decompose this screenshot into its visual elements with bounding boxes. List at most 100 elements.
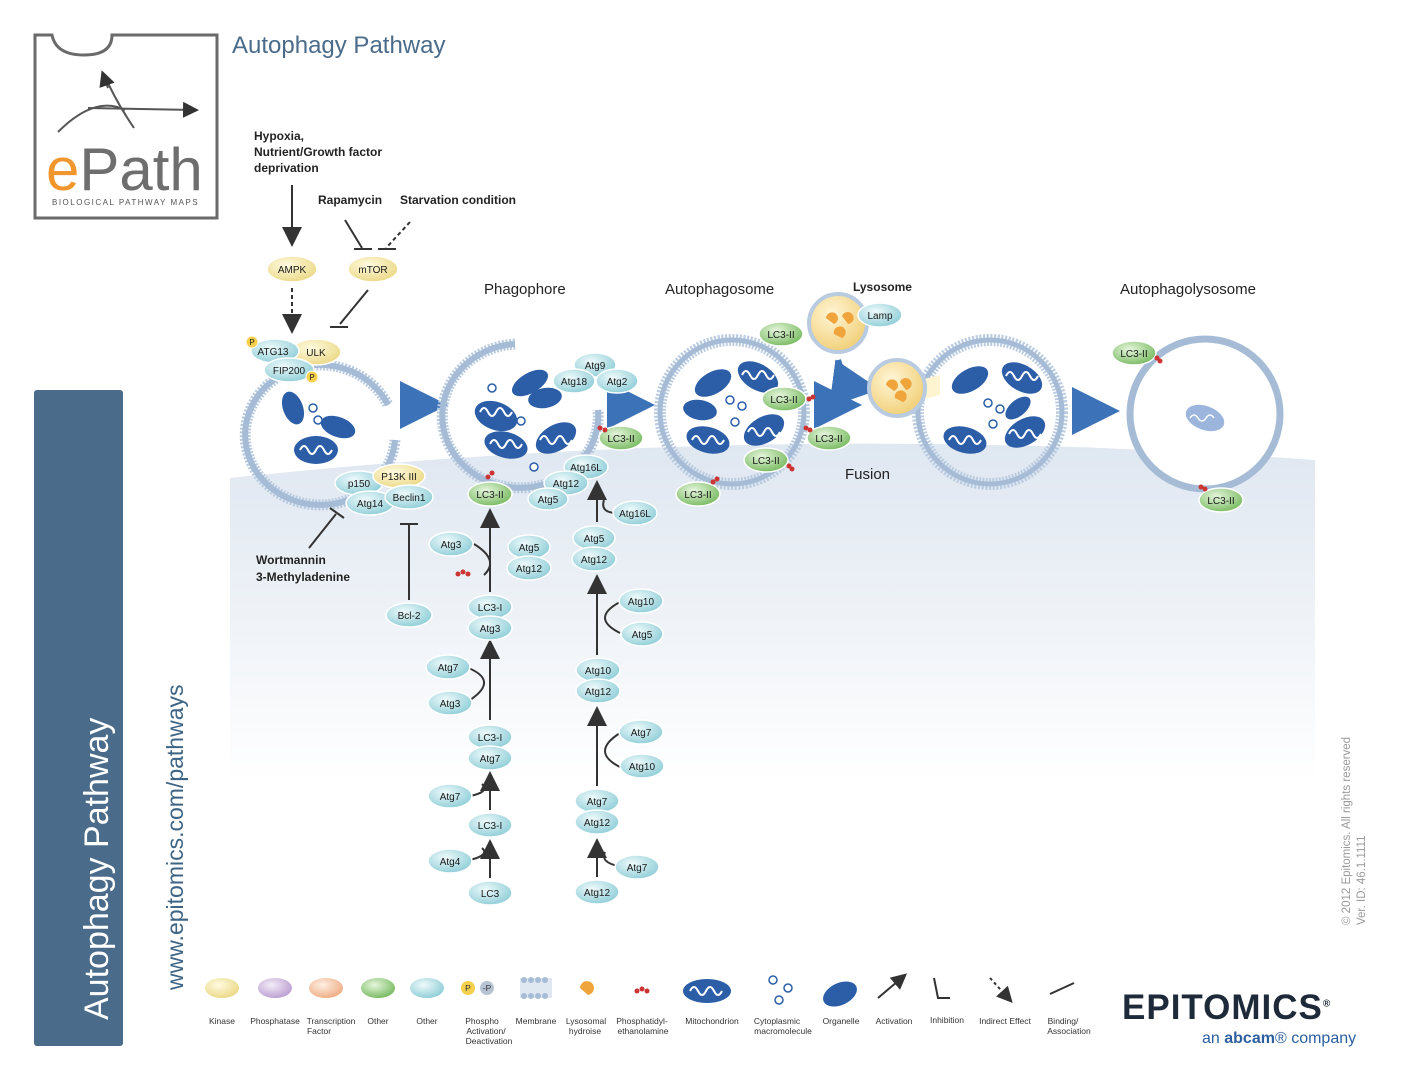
phospho-p-label: P <box>309 373 314 382</box>
atg7-label: Atg7 <box>480 754 501 765</box>
legend-cyto-swatch <box>768 975 793 1005</box>
atg12-label: Atg12 <box>584 818 611 829</box>
legend-hydro-2: hydroise <box>569 1026 601 1036</box>
phosphatidylethanolamine <box>455 569 471 577</box>
atg7-atg10-curve <box>604 732 621 768</box>
legend-other-green-swatch <box>361 978 395 998</box>
atg4-curve <box>469 847 486 861</box>
tagline-c: ® company <box>1274 1030 1357 1047</box>
ulk-complex: ULK ATG13 FIP200 P P <box>245 335 342 384</box>
logo-subtitle: BIOLOGICAL PATHWAY MAPS <box>52 198 199 207</box>
atg7-label: Atg7 <box>627 863 648 874</box>
legend-indirect-swatch <box>989 977 1013 1003</box>
atg7-label: Atg7 <box>438 663 459 674</box>
stimulus-hypoxia-3: deprivation <box>254 161 319 175</box>
legend-pe-2: ethanolamine <box>617 1026 668 1036</box>
company-name: EPITOMICS <box>1122 988 1323 1027</box>
stage-autophagosome: Autophagosome <box>665 281 774 298</box>
ampk-label: AMPK <box>278 265 307 276</box>
fusion-vesicle <box>867 334 1068 490</box>
lc3ii-phagophore: LC3-II <box>597 425 644 451</box>
lc3ii-label: LC3-II <box>607 434 634 445</box>
tagline-a: an <box>1202 1030 1225 1047</box>
atg12-label: Atg12 <box>553 479 580 490</box>
stage-autophagolysosome: Autophagolysosome <box>1120 281 1256 298</box>
atg12-column: Atg12 Atg7 Atg7 Atg12 Atg7 Atg10 Atg10 A… <box>571 500 665 905</box>
legend-hydro-1: Lysosomal <box>566 1016 606 1026</box>
atg7-label: Atg7 <box>440 792 461 803</box>
organelle-shape <box>320 415 356 439</box>
mtor-label: mTOR <box>358 265 387 276</box>
lysosome-fusion-arrow <box>829 359 880 408</box>
lc3ii-label: LC3-II <box>752 456 779 467</box>
autophagosome-vesicle <box>654 334 810 490</box>
pi3k-complex: p150 P13K III Atg14 Beclin1 <box>334 463 434 516</box>
atg16l-complex-top: Atg16L Atg12 Atg5 <box>527 454 609 511</box>
logo-text: ePath <box>46 136 203 203</box>
legend-organelle-swatch <box>823 981 857 1007</box>
legend-tf-2: Factor <box>307 1026 331 1036</box>
stimulus-hypoxia-2: Nutrient/Growth factor <box>254 145 382 159</box>
lc3-label: LC3 <box>481 889 500 900</box>
atg5-label: Atg5 <box>584 534 605 545</box>
company-reg: ® <box>1322 998 1332 1010</box>
legend-phosphatase-swatch <box>258 978 292 998</box>
lc3ii-label: LC3-II <box>1120 349 1147 360</box>
lc3ii-label: LC3-II <box>684 490 711 501</box>
sidebar-banner <box>34 390 123 1046</box>
legend-tf-swatch <box>309 978 343 998</box>
legend-other-teal-swatch <box>410 978 444 998</box>
autophagolysosome-vesicle: LC3-II LC3-II <box>1111 335 1284 513</box>
legend-inhibition-swatch <box>933 977 950 999</box>
atg3-label: Atg3 <box>480 624 501 635</box>
mtor-protein: mTOR <box>347 255 399 283</box>
legend-phospho-2: Activation/ <box>466 1026 506 1036</box>
legend-binding-1: Binding/ <box>1048 1016 1079 1026</box>
atg13-label: ATG13 <box>258 347 289 358</box>
legend-pe-1: Phosphatidyl- <box>616 1016 668 1026</box>
page-title: Autophagy Pathway <box>232 32 446 59</box>
legend-membrane-swatch <box>520 977 552 999</box>
atg5-label: Atg5 <box>519 543 540 554</box>
lamp-label: Lamp <box>867 311 892 322</box>
stimulus-hypoxia-1: Hypoxia, <box>254 129 304 143</box>
atg5-label: Atg5 <box>538 495 559 506</box>
atg14-label: Atg14 <box>357 499 384 510</box>
legend-p-minus-swatch <box>480 981 494 995</box>
rapamycin-inhibit-line <box>344 219 363 249</box>
starvation-inhibit-line <box>385 221 411 249</box>
legend-phospho-3: Deactivation <box>466 1036 513 1046</box>
atg3-label: Atg3 <box>441 540 462 551</box>
lc3-column: LC3 Atg4 LC3-I Atg7 LC3-I Atg7 Atg7 Atg3… <box>425 531 552 906</box>
legend-p-minus: -P <box>483 983 492 993</box>
stimulus-rapamycin: Rapamycin <box>318 193 382 207</box>
atg10-label: Atg10 <box>585 666 612 677</box>
mtor-inhibit-ulk-line <box>339 289 369 325</box>
phospho-p-label: P <box>249 338 254 347</box>
p150-label: p150 <box>348 479 371 490</box>
atg16l-label: Atg16L <box>570 463 602 474</box>
ampk-protein: AMPK <box>266 255 318 283</box>
pi3k-label: P13K III <box>381 472 417 483</box>
legend-cyto-2: macromolecule <box>754 1026 812 1036</box>
atg12-label: Atg12 <box>584 888 611 899</box>
legend-mito: Mitochondrion <box>685 1016 739 1026</box>
atg12-label: Atg12 <box>516 564 543 575</box>
legend-inhibition: Inhibition <box>930 1015 964 1025</box>
atg10-atg5-curve <box>604 601 621 634</box>
legend-cyto-1: Cytoplasmic <box>754 1016 801 1026</box>
stage-fusion: Fusion <box>845 466 890 483</box>
legend-hydrolase-swatch <box>580 981 594 995</box>
inhibitor-methyladenine: 3-Methyladenine <box>256 570 350 584</box>
lc3ii-label: LC3-II <box>815 434 842 445</box>
lc3i-label: LC3-I <box>478 603 502 614</box>
atg2-label: Atg2 <box>607 377 628 388</box>
stage-phagophore: Phagophore <box>484 281 566 298</box>
wortmannin-inhibit-line <box>308 513 337 549</box>
fip200-label: FIP200 <box>273 366 306 377</box>
tagline-b: abcam <box>1224 1030 1275 1047</box>
stimulus-starvation: Starvation condition <box>400 193 516 207</box>
lc3ii-autophagosome-group: LC3-II LC3-II LC3-II LC3-II LC3-II <box>675 321 852 507</box>
atg3-label: Atg3 <box>440 699 461 710</box>
legend-membrane: Membrane <box>516 1016 557 1026</box>
